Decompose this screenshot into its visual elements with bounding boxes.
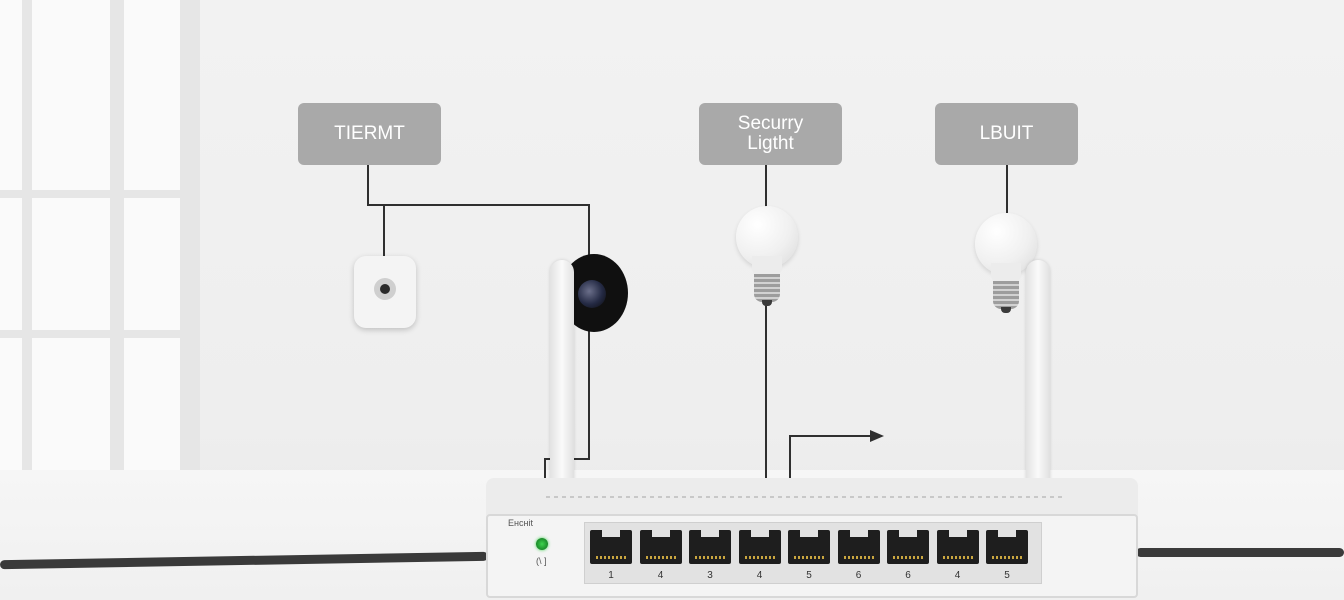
wire-to-sensor [383, 204, 385, 256]
ethernet-port-number: 1 [608, 570, 614, 581]
antenna-left [550, 260, 574, 482]
ethernet-port[interactable] [936, 529, 979, 564]
router-brand: Eнснit [508, 518, 533, 528]
ethernet-port[interactable] [639, 529, 682, 564]
wire-to-camera [588, 204, 590, 256]
wire-camera-to-router [588, 330, 590, 460]
ethernet-port[interactable] [689, 529, 731, 564]
ethernet-port[interactable] [788, 529, 830, 564]
label-light-text: LBUIT [979, 123, 1034, 144]
wire-terminal-down [367, 165, 369, 205]
antenna-right [1026, 260, 1050, 482]
ethernet-cable-right [1136, 548, 1344, 557]
power-led-icon [536, 538, 548, 550]
label-light: LBUIT [935, 103, 1078, 165]
wire-security-light-top [765, 165, 767, 207]
ethernet-port-number: 4 [756, 570, 763, 581]
ethernet-port[interactable] [887, 529, 929, 564]
ethernet-port[interactable] [837, 529, 880, 564]
motion-sensor-icon [354, 256, 416, 328]
ethernet-port[interactable] [590, 529, 632, 564]
ethernet-port-number: 4 [657, 570, 664, 581]
wire-security-light-to-router [765, 305, 767, 480]
wire-light-top [1006, 165, 1008, 213]
ethernet-port-number: 5 [1004, 570, 1010, 581]
led-label: (\ ] [536, 556, 547, 566]
ethernet-port-number: 5 [806, 570, 812, 581]
router-top [486, 478, 1138, 518]
wire-camera-router-drop [544, 458, 546, 480]
wire-arrow-horizontal [789, 435, 871, 437]
router: Eнснit (\ ] 1 4 3 4 5 6 6 4 5 [486, 478, 1138, 598]
light-bulb-icon [736, 206, 798, 316]
ethernet-port-number: 4 [954, 570, 961, 581]
wire-terminal-horizontal [367, 204, 590, 206]
wire-arrow-vertical [789, 436, 791, 480]
arrow-right-icon [870, 430, 884, 442]
label-security-light-text: Securry Ligtht [737, 113, 804, 154]
label-security-light: Securry Ligtht [699, 103, 842, 165]
ethernet-port[interactable] [986, 529, 1028, 564]
ethernet-port-number: 6 [905, 570, 911, 581]
background-window [0, 0, 200, 500]
label-terminal: TIERMT [298, 103, 441, 165]
ethernet-port[interactable] [738, 529, 781, 564]
label-terminal-text: TIERMT [334, 123, 405, 144]
ethernet-port-number: 6 [855, 570, 862, 581]
ethernet-port-number: 3 [707, 570, 713, 581]
light-bulb-icon [975, 213, 1037, 323]
